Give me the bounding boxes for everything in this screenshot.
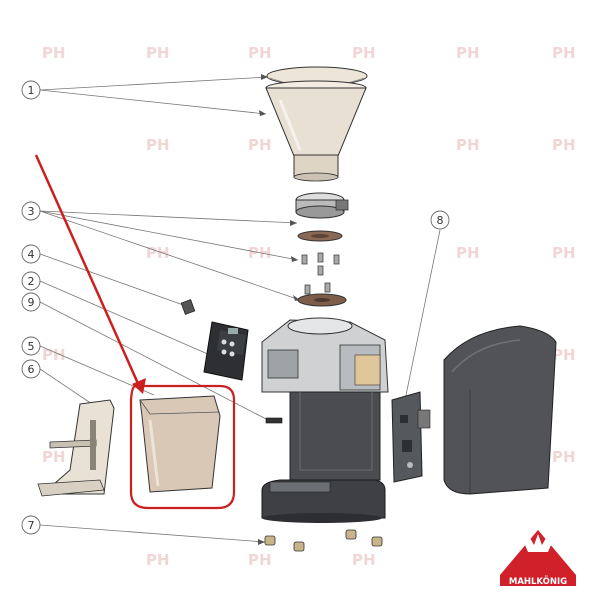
svg-text:7: 7 xyxy=(28,519,35,532)
svg-text:PH: PH xyxy=(42,448,66,466)
svg-text:PH: PH xyxy=(456,244,480,262)
svg-text:PH: PH xyxy=(552,244,576,262)
mahlkoenig-logo: MAHLKÖNIG xyxy=(500,530,576,587)
svg-text:PH: PH xyxy=(552,136,576,154)
svg-text:PH: PH xyxy=(552,346,576,364)
svg-text:PH: PH xyxy=(248,551,272,569)
svg-text:PH: PH xyxy=(552,448,576,466)
svg-text:9: 9 xyxy=(28,296,35,309)
svg-text:MAHLKÖNIG: MAHLKÖNIG xyxy=(509,576,567,587)
hopper xyxy=(265,80,367,182)
callout-7: 7 xyxy=(21,515,41,535)
control-panel xyxy=(203,321,249,381)
callout-5: 5 xyxy=(21,336,41,356)
grounds-bin xyxy=(139,395,221,493)
svg-text:PH: PH xyxy=(42,44,66,62)
callout-4: 4 xyxy=(21,244,41,264)
svg-text:1: 1 xyxy=(28,84,35,97)
burr-carrier-top xyxy=(295,192,349,219)
svg-text:PH: PH xyxy=(352,44,376,62)
svg-text:PH: PH xyxy=(146,136,170,154)
svg-text:PH: PH xyxy=(146,244,170,262)
leader-lines xyxy=(39,76,441,543)
upper-burr xyxy=(297,230,343,242)
svg-text:PH: PH xyxy=(352,551,376,569)
callout-1: 1 xyxy=(21,80,41,100)
svg-text:PH: PH xyxy=(146,551,170,569)
cup-holder xyxy=(37,399,115,497)
svg-text:PH: PH xyxy=(146,44,170,62)
svg-text:4: 4 xyxy=(28,248,35,261)
tab-part-9 xyxy=(265,417,283,424)
callout-8: 8 xyxy=(430,210,450,230)
svg-text:2: 2 xyxy=(28,275,35,288)
svg-text:PH: PH xyxy=(552,44,576,62)
lower-burr xyxy=(297,293,347,307)
burr-screws xyxy=(301,252,340,295)
svg-text:6: 6 xyxy=(28,363,35,376)
grinder-housing xyxy=(261,317,389,523)
highlight-annotation xyxy=(34,154,236,510)
callout-3: 3 xyxy=(21,201,41,221)
svg-text:8: 8 xyxy=(437,214,444,227)
svg-text:PH: PH xyxy=(248,44,272,62)
rubber-feet xyxy=(264,529,383,552)
svg-text:3: 3 xyxy=(28,205,35,218)
switch-part xyxy=(180,299,196,315)
callout-2: 2 xyxy=(21,271,41,291)
callout-9: 9 xyxy=(21,292,41,312)
circuit-board xyxy=(391,391,431,483)
svg-text:PH: PH xyxy=(42,346,66,364)
svg-text:PH: PH xyxy=(248,136,272,154)
svg-text:PH: PH xyxy=(456,136,480,154)
svg-text:5: 5 xyxy=(28,340,35,353)
svg-text:PH: PH xyxy=(456,44,480,62)
side-cover xyxy=(443,325,557,495)
callout-6: 6 xyxy=(21,359,41,379)
